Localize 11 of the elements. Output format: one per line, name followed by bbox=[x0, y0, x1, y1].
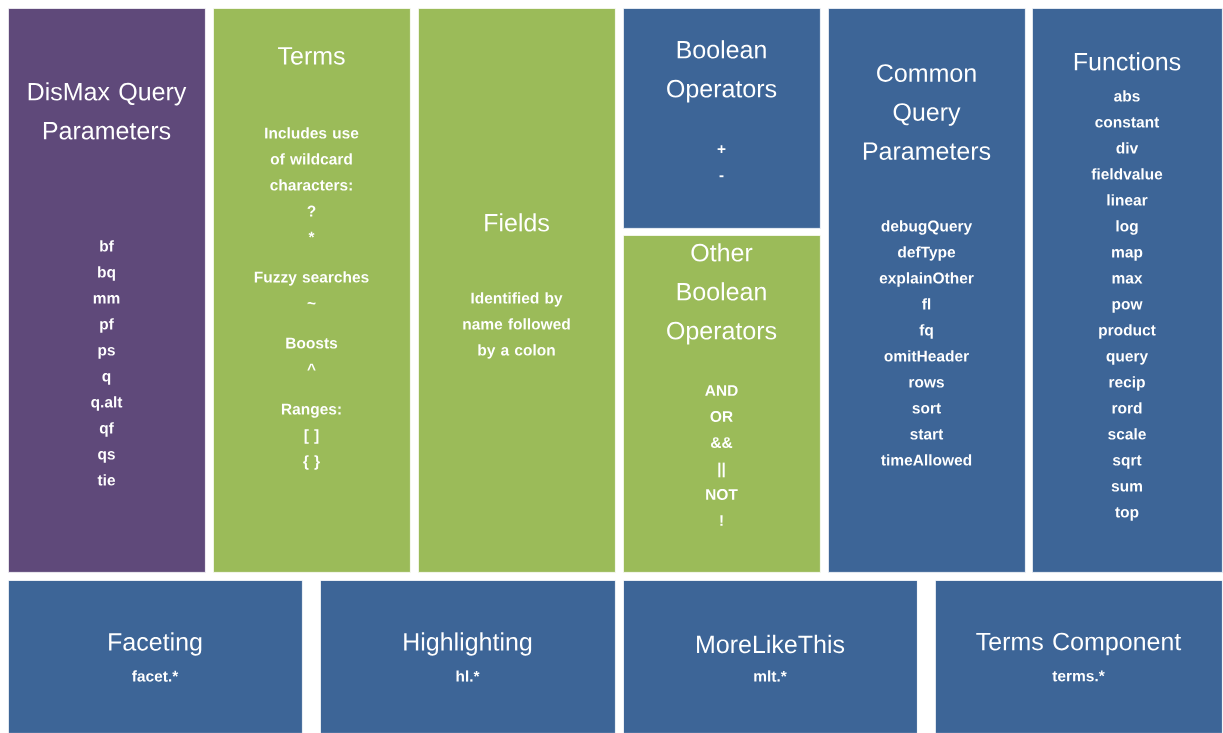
category-box: Terms Includes use of wildcard characters: ? * Fuzzy searches ~ Boosts ^ Ranges: [ ] { } bbox=[213, 8, 411, 573]
category-box: Other Boolean Operators AND OR && || NOT ! bbox=[623, 235, 821, 573]
category-box: Fields Identified by name followed by a colon bbox=[418, 8, 616, 573]
category-box: MoreLikeThis mlt.* bbox=[623, 580, 918, 733]
category-box: Common Query Parameters debugQuery defType explainOther fl fq omitHeader rows sort start timeAllowed bbox=[828, 8, 1026, 573]
category-box: Faceting facet.* bbox=[8, 580, 303, 733]
category-box: Boolean Operators + - bbox=[623, 8, 821, 229]
category-box: Terms Component terms.* bbox=[935, 580, 1223, 733]
category-box: Highlighting hl.* bbox=[320, 580, 616, 733]
category-box: DisMax Query Parameters bf bq mm pf ps q q.alt qf qs tie bbox=[8, 8, 206, 573]
category-box: Functions abs constant div fieldvalue linear log map max pow product query recip rord scale sqrt sum top bbox=[1032, 8, 1223, 573]
